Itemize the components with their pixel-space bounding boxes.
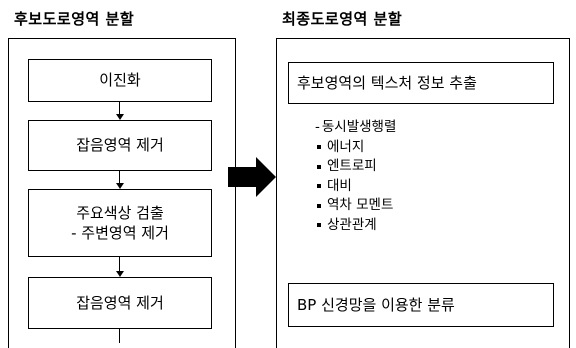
bullet-icon	[317, 184, 321, 189]
list-item: 엔트로피	[315, 157, 396, 177]
list-item: 대비	[315, 177, 396, 197]
right-panel	[276, 38, 570, 348]
bp-classification-box: BP 신경망을 이용한 분류	[288, 283, 554, 327]
flow-connector	[119, 257, 120, 272]
step-sublabel: - 주변영역 제거	[71, 224, 169, 242]
step-label: BP 신경망을 이용한 분류	[297, 295, 455, 314]
left-panel-title: 후보도로영역 분할	[14, 10, 135, 28]
flow-connector	[119, 102, 120, 116]
feature-label: 엔트로피	[327, 158, 377, 174]
feature-label: 역차 모멘트	[327, 197, 394, 213]
bullet-icon	[317, 223, 321, 228]
step-label: 주요색상 검출	[76, 203, 164, 222]
bullet-icon	[317, 164, 321, 169]
step-label: 후보영역의 텍스처 정보 추출	[297, 73, 477, 92]
step-binarization: 이진화	[28, 59, 212, 102]
feature-label: 에너지	[327, 138, 365, 155]
step-label: 잡음영역 제거	[76, 293, 164, 312]
list-item: - 동시발생행렬	[315, 118, 396, 138]
feature-label: 상관관계	[327, 216, 377, 233]
flow-connector	[119, 171, 120, 184]
right-panel-title: 최종도로영역 분할	[282, 10, 403, 28]
list-item: 상관관계	[315, 216, 396, 236]
left-panel	[8, 38, 236, 348]
dash-marker: -	[315, 119, 320, 135]
texture-extraction-box: 후보영역의 텍스처 정보 추출	[288, 62, 554, 104]
step-main-color-detection: 주요색상 검출 - 주변영역 제거	[28, 189, 212, 257]
flow-connector	[119, 329, 120, 343]
step-noise-removal-1: 잡음영역 제거	[28, 120, 212, 171]
feature-list: - 동시발생행렬 에너지 엔트로피 대비 역차 모멘트 상관관계	[315, 118, 396, 235]
step-label: 이진화	[99, 71, 141, 90]
feature-label: 동시발생행렬	[321, 119, 397, 135]
step-noise-removal-2: 잡음영역 제거	[28, 277, 212, 329]
bullet-icon	[317, 203, 321, 208]
right-arrow-icon	[228, 157, 276, 197]
list-item: 역차 모멘트	[315, 196, 396, 216]
feature-label: 대비	[327, 177, 352, 194]
bullet-icon	[317, 145, 321, 150]
down-arrow-icon	[116, 183, 124, 189]
list-item: 에너지	[315, 138, 396, 158]
down-arrow-icon	[116, 271, 124, 277]
step-label: 잡음영역 제거	[76, 136, 164, 155]
down-arrow-icon	[116, 114, 124, 120]
